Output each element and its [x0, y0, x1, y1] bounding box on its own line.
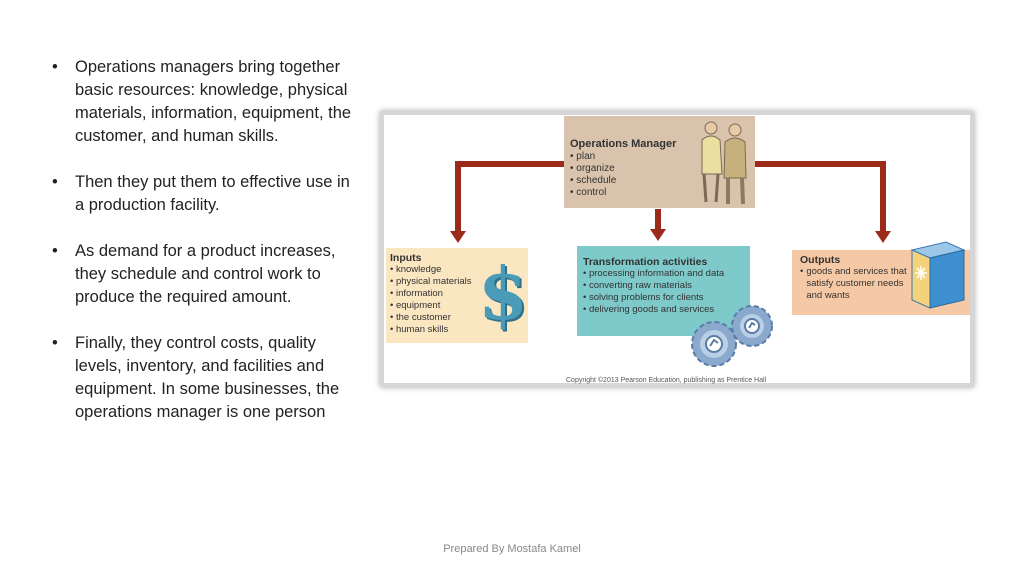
- bullet-item: • Operations managers bring together bas…: [52, 56, 352, 148]
- list-item: • human skills: [390, 324, 449, 335]
- arrow-center-vertical: [655, 209, 661, 231]
- list-item: • equipment: [390, 300, 441, 311]
- list-item: • knowledge: [390, 264, 442, 275]
- arrow-right-vertical: [880, 161, 886, 231]
- bullet-dot: •: [52, 58, 58, 76]
- copyright-text: Copyright ©2013 Pearson Education, publi…: [566, 377, 767, 384]
- list-item: • solving problems for clients: [583, 292, 704, 303]
- bullet-dot: •: [52, 242, 58, 260]
- product-box-icon: [910, 241, 966, 309]
- inputs-title: Inputs: [390, 252, 422, 264]
- list-item: • information: [390, 288, 443, 299]
- list-item: • delivering goods and services: [583, 304, 715, 315]
- arrow-head-outputs: [875, 231, 891, 243]
- operations-manager-box: Operations Manager • plan • organize • s…: [564, 116, 755, 208]
- gear-icon: [691, 305, 773, 367]
- bullet-item: • As demand for a product increases, the…: [52, 240, 352, 309]
- dollar-sign-icon: $: [478, 251, 529, 336]
- bullet-item: • Then they put them to effective use in…: [52, 171, 352, 217]
- transformation-title: Transformation activities: [583, 256, 708, 268]
- list-item: • the customer: [390, 312, 451, 323]
- transformation-list: • processing information and data • conv…: [583, 268, 744, 316]
- outputs-item: •goods and services that satisfy custome…: [800, 266, 907, 301]
- bullet-dot: •: [52, 173, 58, 191]
- bullet-list: • Operations managers bring together bas…: [52, 56, 352, 447]
- outputs-title: Outputs: [800, 254, 841, 266]
- inputs-box: Inputs • knowledge • physical materials …: [386, 248, 528, 343]
- arrow-top-right-horizontal: [755, 161, 885, 167]
- businesspeople-illustration: [701, 121, 747, 205]
- bullet-text: Operations managers bring together basic…: [75, 58, 352, 145]
- footer-text: Prepared By Mostafa Kamel: [443, 543, 581, 555]
- arrow-head-inputs: [450, 231, 466, 243]
- bullet-text: Then they put them to effective use in a…: [75, 173, 350, 214]
- list-item: • physical materials: [390, 276, 472, 287]
- bullet-text: Finally, they control costs, quality lev…: [75, 334, 340, 421]
- list-item: • processing information and data: [583, 268, 725, 279]
- list-item: • control: [570, 187, 607, 198]
- list-item: • converting raw materials: [583, 280, 692, 291]
- bullet-text: As demand for a product increases, they …: [75, 242, 336, 306]
- arrow-head-transformation: [650, 229, 666, 241]
- operations-manager-list: • plan • organize • schedule • control: [570, 151, 616, 199]
- list-item: • organize: [570, 163, 615, 174]
- list-item: • plan: [570, 151, 596, 162]
- operations-diagram: Operations Manager • plan • organize • s…: [380, 111, 974, 387]
- arrow-left-vertical: [455, 161, 461, 231]
- operations-manager-title: Operations Manager: [570, 138, 677, 150]
- arrow-top-left-horizontal: [455, 161, 565, 167]
- list-item: • schedule: [570, 175, 617, 186]
- bullet-item: • Finally, they control costs, quality l…: [52, 332, 352, 424]
- bullet-dot: •: [52, 334, 58, 352]
- inputs-list: • knowledge • physical materials • infor…: [390, 264, 524, 336]
- transformation-box: Transformation activities • processing i…: [577, 246, 750, 336]
